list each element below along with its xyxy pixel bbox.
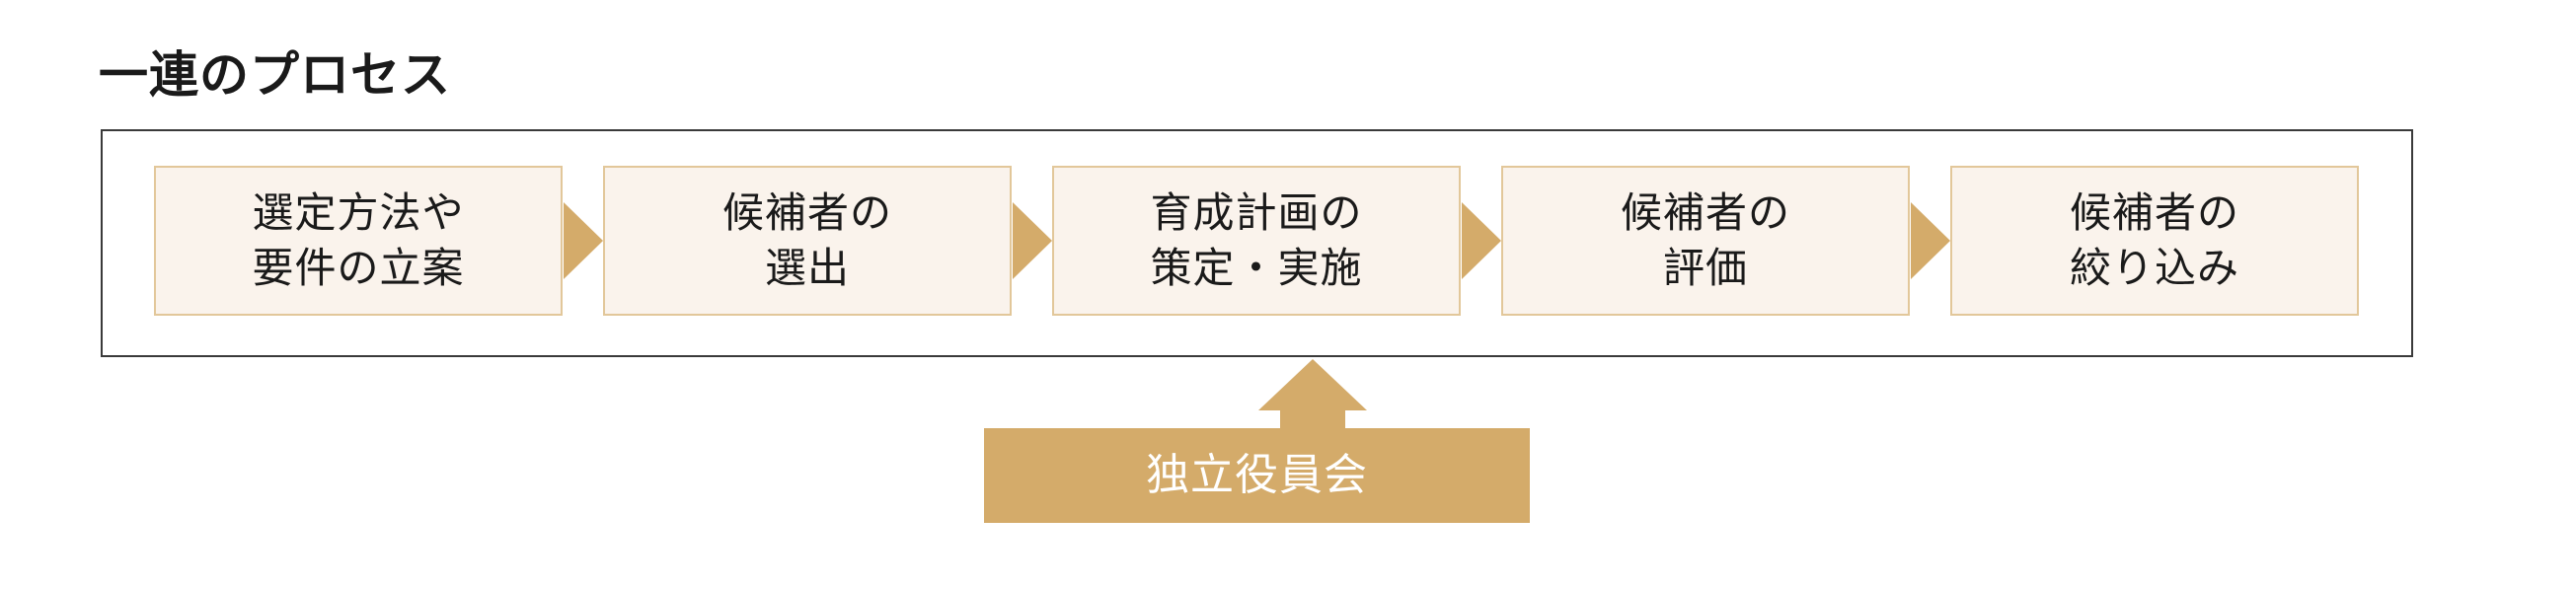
diagram-title: 一連のプロセス (99, 46, 451, 104)
step-3-line-2: 策定・実施 (1150, 244, 1363, 292)
process-frame (101, 129, 2413, 357)
step-3-line-1: 育成計画の (1150, 188, 1363, 237)
flow-arrow-3-icon (1462, 202, 1501, 279)
step-4-line-1: 候補者の (1620, 188, 1790, 237)
step-4-line-2: 評価 (1662, 244, 1748, 292)
flow-arrow-2-icon (1013, 202, 1052, 279)
committee-box: 独立役員会 (984, 428, 1530, 523)
flow-arrow-4-icon (1911, 202, 1950, 279)
step-2-line-1: 候補者の (721, 188, 892, 237)
step-2-line-2: 選出 (764, 244, 850, 292)
step-box-1: 選定方法や 要件の立案 (154, 166, 563, 316)
step-5-line-2: 絞り込み (2069, 244, 2239, 292)
up-arrow-stem (1280, 408, 1345, 430)
step-box-3: 育成計画の 策定・実施 (1052, 166, 1461, 316)
step-box-2: 候補者の 選出 (603, 166, 1012, 316)
step-1-line-1: 選定方法や (252, 188, 465, 237)
step-box-4: 候補者の 評価 (1501, 166, 1910, 316)
flow-arrow-1-icon (564, 202, 603, 279)
step-box-5: 候補者の 絞り込み (1950, 166, 2359, 316)
up-arrow-icon (1258, 359, 1367, 410)
step-5-line-1: 候補者の (2069, 188, 2239, 237)
committee-label: 独立役員会 (1146, 450, 1368, 500)
step-1-line-2: 要件の立案 (252, 244, 465, 292)
